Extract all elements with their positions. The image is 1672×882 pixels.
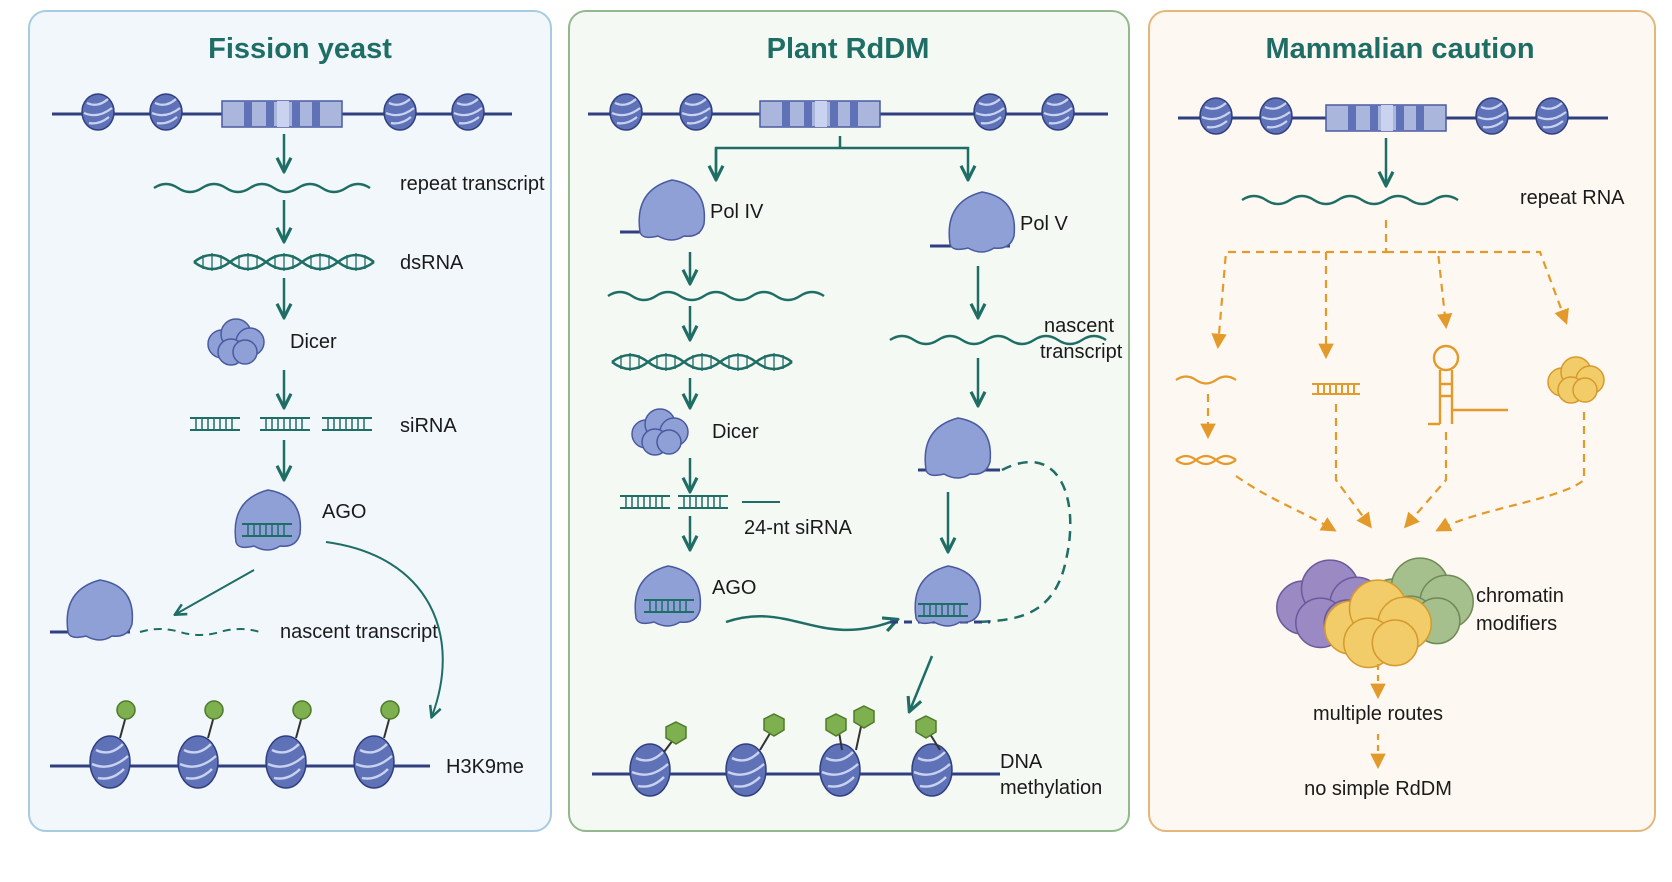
mammal-label-chromatin: chromatin xyxy=(1476,585,1564,607)
mammal-branching-routes xyxy=(1211,220,1569,360)
plant-pol-v xyxy=(930,191,1016,253)
yeast-label-sirna: siRNA xyxy=(400,415,457,437)
plant-label-dicer: Dicer xyxy=(712,421,759,443)
plant-label-dna: DNA xyxy=(1000,751,1043,773)
yeast-label-h3k9me: H3K9me xyxy=(446,756,524,778)
panel-1-title: Fission yeast xyxy=(208,33,392,65)
yeast-ago-to-transcript-arrow xyxy=(176,569,255,614)
yeast-h3k9me-chromatin xyxy=(50,700,430,790)
yeast-polymerase-nascent xyxy=(50,579,261,641)
mammal-chromatin-modifiers xyxy=(1275,557,1475,669)
plant-ago-protein xyxy=(634,565,702,627)
plant-24nt-sirna xyxy=(619,495,780,509)
plant-dsrna-helix xyxy=(610,351,794,373)
yeast-label-dicer: Dicer xyxy=(290,331,337,353)
plant-pol-v-engaged xyxy=(918,417,1072,624)
mammal-label-repeat-rna: repeat RNA xyxy=(1520,187,1625,209)
plant-pol4-transcript-wave xyxy=(606,290,826,302)
plant-arrow-to-methylation xyxy=(910,655,934,710)
plant-label-sirna: 24-nt siRNA xyxy=(744,517,852,539)
plant-label-methylation: methylation xyxy=(1000,777,1102,799)
yeast-ago-protein xyxy=(234,489,302,551)
panel-3-title: Mammalian caution xyxy=(1265,33,1534,65)
plant-pol-iv xyxy=(620,179,706,241)
plant-ago-polv-complex xyxy=(890,565,990,627)
plant-methylated-dna xyxy=(592,705,1000,798)
plant-label-nascent-1: nascent xyxy=(1044,315,1114,337)
plant-split-arrows xyxy=(714,136,968,178)
mammal-label-routes: multiple routes xyxy=(1313,703,1443,725)
yeast-ago-to-mark-arrow xyxy=(325,541,444,716)
yeast-chromatin-top xyxy=(52,92,512,132)
mammal-converging-routes xyxy=(1200,394,1586,532)
yeast-label-dsrna: dsRNA xyxy=(400,252,464,274)
plant-ago-to-polv-arrow xyxy=(725,614,896,630)
yeast-sirna-duplexes xyxy=(189,417,373,431)
plant-dicer-protein xyxy=(631,408,689,456)
plant-label-nascent-2: transcript xyxy=(1040,341,1123,363)
mammal-chromatin-top xyxy=(1178,96,1608,136)
plant-chromatin-top xyxy=(588,92,1108,132)
plant-label-pol4: Pol IV xyxy=(710,201,764,223)
plant-label-ago: AGO xyxy=(712,577,756,599)
yeast-label-repeat-transcript: repeat transcript xyxy=(400,173,545,195)
mammal-label-no-rddm: no simple RdDM xyxy=(1304,778,1452,800)
mammal-repeat-rna-wave xyxy=(1240,194,1460,206)
yeast-dsrna-helix xyxy=(192,251,376,273)
panel-2-title: Plant RdDM xyxy=(767,33,930,65)
mammal-intermediates xyxy=(1175,344,1605,466)
yeast-label-ago: AGO xyxy=(322,501,366,523)
plant-label-pol5: Pol V xyxy=(1020,213,1068,235)
mammal-label-modifiers: modifiers xyxy=(1476,613,1557,635)
yeast-label-nascent: nascent transcript xyxy=(280,621,438,643)
yeast-repeat-transcript-wave xyxy=(152,182,372,194)
panel-mammalian-caution xyxy=(1148,10,1656,832)
yeast-dicer-protein xyxy=(207,318,265,366)
